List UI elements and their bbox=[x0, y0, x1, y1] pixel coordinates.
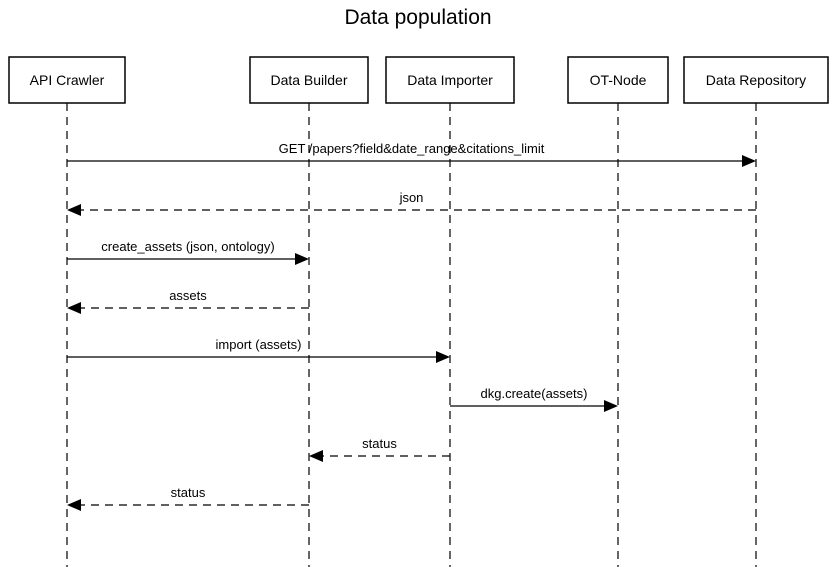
message-label: GET /papers?field&date_range&citations_l… bbox=[279, 141, 545, 156]
participant-label-importer: Data Importer bbox=[407, 72, 493, 88]
arrowhead-icon bbox=[436, 351, 450, 363]
arrowhead-icon bbox=[604, 400, 618, 412]
participant-box-importer bbox=[385, 56, 515, 104]
arrowhead-icon bbox=[309, 450, 323, 462]
arrowhead-icon bbox=[67, 302, 81, 314]
message-5: import (assets) bbox=[67, 337, 450, 363]
participant-boxes: API Crawler Data Builder Data Importer OT-N… bbox=[8, 56, 829, 104]
message-2: json bbox=[67, 190, 756, 216]
message-label: json bbox=[399, 190, 424, 205]
participant-label-repo: Data Repository bbox=[706, 72, 806, 88]
participant-label-otnode: OT-Node bbox=[590, 72, 647, 88]
message-3: create_assets (json, ontology) bbox=[67, 239, 309, 265]
participant-label-crawler: API Crawler bbox=[30, 72, 105, 88]
arrowhead-icon bbox=[742, 155, 756, 167]
participant-box-repo bbox=[683, 56, 829, 104]
messages: GET /papers?field&date_range&citations_l… bbox=[67, 141, 756, 511]
arrowhead-icon bbox=[67, 204, 81, 216]
message-1: GET /papers?field&date_range&citations_l… bbox=[67, 141, 756, 167]
message-label: dkg.create(assets) bbox=[481, 386, 588, 401]
participant-box-otnode bbox=[567, 56, 669, 104]
participant-label-builder: Data Builder bbox=[270, 72, 347, 88]
message-6: dkg.create(assets) bbox=[450, 386, 618, 412]
arrowhead-icon bbox=[295, 253, 309, 265]
message-label: import (assets) bbox=[216, 337, 302, 352]
message-7: status bbox=[309, 436, 450, 462]
arrowhead-icon bbox=[67, 499, 81, 511]
diagram-title: Data population bbox=[344, 6, 492, 29]
participant-box-crawler bbox=[8, 56, 126, 104]
lifelines bbox=[66, 103, 757, 567]
message-4: assets bbox=[67, 288, 309, 314]
message-label: status bbox=[171, 485, 206, 500]
message-label: create_assets (json, ontology) bbox=[101, 239, 274, 254]
message-label: assets bbox=[169, 288, 207, 303]
participant-box-builder bbox=[249, 56, 369, 104]
message-label: status bbox=[362, 436, 397, 451]
message-8: status bbox=[67, 485, 309, 511]
